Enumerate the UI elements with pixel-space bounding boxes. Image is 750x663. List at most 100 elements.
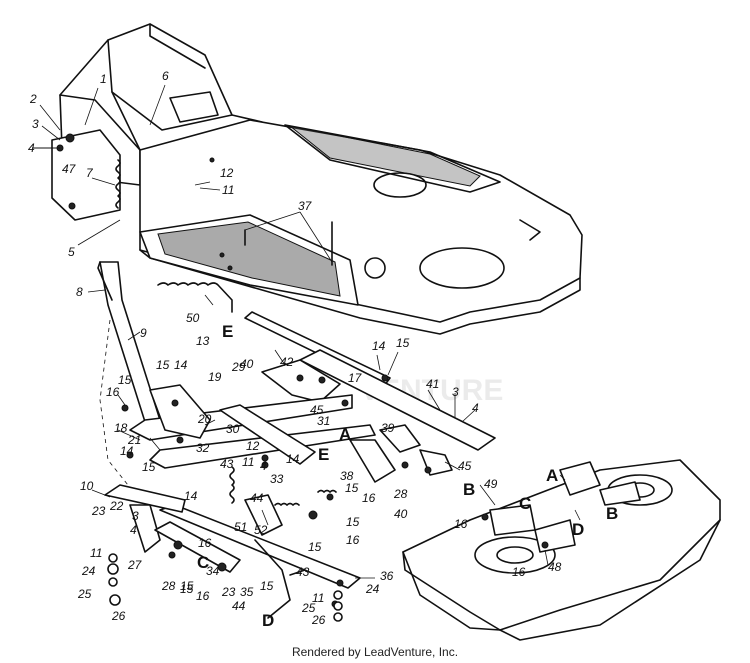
mower-deck bbox=[402, 459, 721, 641]
part-label: 36 bbox=[380, 569, 394, 583]
letter-label: D bbox=[572, 520, 584, 539]
part-label: 16 bbox=[512, 565, 526, 579]
lift-linkage bbox=[104, 311, 496, 622]
part-label: 16 bbox=[362, 491, 376, 505]
part-label: 23 bbox=[221, 585, 236, 599]
part-label: 3 bbox=[132, 509, 139, 523]
part-label: 16 bbox=[196, 589, 210, 603]
part-label: 16 bbox=[106, 385, 120, 399]
part-label: 32 bbox=[196, 441, 210, 455]
part-label: 40 bbox=[394, 507, 408, 521]
part-label: 16 bbox=[346, 533, 360, 547]
part-label: 43 bbox=[296, 565, 310, 579]
part-label: 3 bbox=[32, 117, 39, 131]
part-label: 12 bbox=[246, 439, 260, 453]
part-label: 25 bbox=[301, 601, 316, 615]
part-label: 14 bbox=[174, 358, 188, 372]
part-label: 4 bbox=[28, 141, 35, 155]
part-label: 49 bbox=[484, 477, 498, 491]
part-label: 15 bbox=[180, 582, 194, 596]
part-label: 6 bbox=[162, 69, 169, 83]
part-label: 24 bbox=[81, 564, 96, 578]
part-label: 35 bbox=[240, 585, 254, 599]
part-label: 14 bbox=[372, 339, 386, 353]
part-label: 31 bbox=[317, 414, 330, 428]
part-label: 11 bbox=[312, 591, 324, 605]
part-label: 45 bbox=[310, 403, 324, 417]
part-label: 18 bbox=[114, 421, 128, 435]
part-label: 38 bbox=[340, 469, 354, 483]
letter-label: B bbox=[463, 480, 475, 499]
letter-label: A bbox=[546, 466, 558, 485]
part-label: 4 bbox=[130, 523, 137, 537]
part-label: 1 bbox=[100, 72, 107, 86]
part-label: 19 bbox=[208, 370, 222, 384]
lift-lever-assembly bbox=[32, 129, 233, 501]
part-label: 43 bbox=[220, 457, 234, 471]
part-label: 28 bbox=[161, 579, 176, 593]
part-label: 29 bbox=[231, 360, 246, 374]
part-label: 5 bbox=[68, 245, 75, 259]
letter-label: A bbox=[339, 425, 351, 444]
footer-credit: Rendered by LeadVenture, Inc. bbox=[291, 645, 459, 659]
letter-label: E bbox=[222, 322, 233, 341]
part-label: 39 bbox=[381, 421, 395, 435]
part-label: 23 bbox=[91, 504, 106, 518]
part-label: 52 bbox=[254, 523, 268, 537]
part-label: 44 bbox=[250, 491, 264, 505]
part-label: 15 bbox=[156, 358, 170, 372]
part-label: 26 bbox=[111, 609, 126, 623]
part-label: 7 bbox=[86, 166, 94, 180]
part-label: 17 bbox=[348, 371, 363, 385]
part-label: 16 bbox=[198, 536, 212, 550]
part-label: 2 bbox=[29, 92, 37, 106]
part-label: 50 bbox=[186, 311, 200, 325]
part-label: 28 bbox=[393, 487, 408, 501]
part-label: 20 bbox=[197, 412, 212, 426]
part-label: 11 bbox=[242, 455, 254, 469]
part-label: 45 bbox=[458, 459, 472, 473]
part-label: 44 bbox=[232, 599, 246, 613]
part-label: 51 bbox=[234, 520, 247, 534]
part-label: 30 bbox=[226, 422, 240, 436]
part-label: 9 bbox=[140, 326, 147, 340]
leader-lines bbox=[38, 84, 581, 579]
part-label: 14 bbox=[286, 452, 300, 466]
part-label: 16 bbox=[454, 517, 468, 531]
part-label: 47 bbox=[62, 162, 77, 176]
part-label: 15 bbox=[118, 373, 132, 387]
letter-label: D bbox=[262, 611, 274, 630]
part-label: 48 bbox=[548, 560, 562, 574]
part-label: 15 bbox=[345, 481, 359, 495]
letter-label: C bbox=[197, 553, 209, 572]
part-label: 11 bbox=[222, 183, 234, 197]
tractor-frame-body bbox=[59, 23, 583, 335]
part-label: 15 bbox=[346, 515, 360, 529]
part-label: 33 bbox=[270, 472, 284, 486]
letter-label: E bbox=[318, 445, 329, 464]
part-label: 15 bbox=[260, 579, 274, 593]
part-label: 3 bbox=[452, 385, 459, 399]
part-label: 15 bbox=[308, 540, 322, 554]
part-label: 25 bbox=[77, 587, 92, 601]
part-label: 40 bbox=[240, 357, 254, 371]
part-label: 4 bbox=[472, 401, 479, 415]
part-label: 8 bbox=[76, 285, 83, 299]
part-label: 42 bbox=[280, 355, 294, 369]
letter-label: C bbox=[519, 494, 531, 513]
part-label: 14 bbox=[184, 489, 198, 503]
part-label: 14 bbox=[120, 444, 134, 458]
part-label: 26 bbox=[311, 613, 326, 627]
part-label: 22 bbox=[109, 499, 124, 513]
part-label: 24 bbox=[365, 582, 380, 596]
part-label: 10 bbox=[80, 479, 94, 493]
part-label: 37 bbox=[298, 199, 313, 213]
part-label: 15 bbox=[180, 579, 194, 593]
part-label: 4 bbox=[260, 459, 267, 473]
part-label: 15 bbox=[396, 336, 410, 350]
part-label: 34 bbox=[206, 564, 220, 578]
part-label: 15 bbox=[142, 460, 156, 474]
